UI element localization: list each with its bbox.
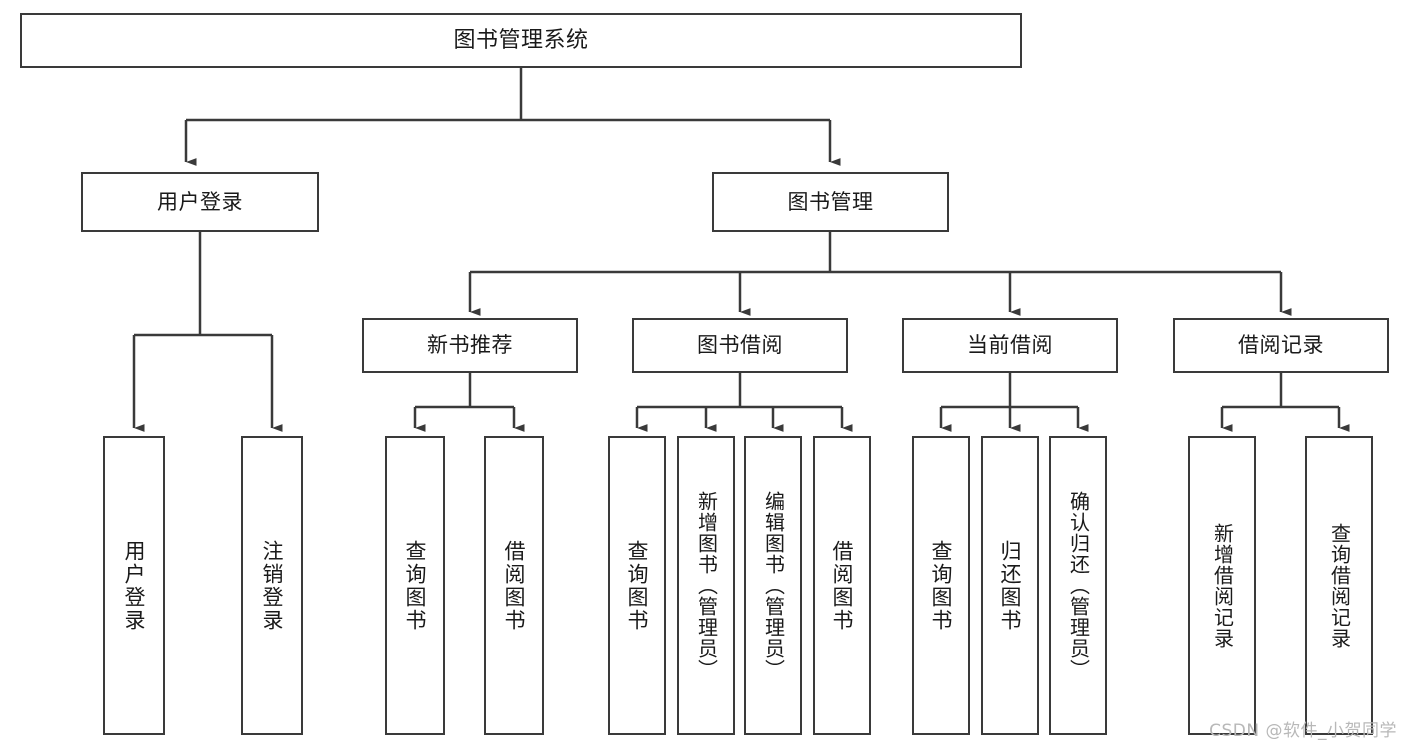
leaf-current-confirm-return-admin[interactable]: 确认归还（管理员） bbox=[1049, 436, 1107, 735]
node-label: 查询图书 bbox=[929, 539, 954, 632]
node-borrow-record[interactable]: 借阅记录 bbox=[1173, 318, 1389, 373]
node-label: 用户登录 bbox=[157, 189, 243, 214]
node-label: 归还图书 bbox=[998, 539, 1023, 632]
node-label: 编辑图书（管理员） bbox=[761, 491, 786, 680]
node-label: 查询图书 bbox=[625, 539, 650, 632]
node-user-login[interactable]: 用户登录 bbox=[81, 172, 319, 232]
node-label: 新书推荐 bbox=[427, 333, 513, 358]
node-label: 查询借阅记录 bbox=[1327, 522, 1352, 649]
node-book-borrow[interactable]: 图书借阅 bbox=[632, 318, 848, 373]
node-label: 借阅记录 bbox=[1238, 333, 1324, 358]
node-label: 图书管理 bbox=[787, 189, 874, 214]
leaf-current-query-book[interactable]: 查询图书 bbox=[912, 436, 970, 735]
node-label: 新增图书（管理员） bbox=[694, 491, 719, 680]
leaf-recommend-query-book[interactable]: 查询图书 bbox=[385, 436, 445, 735]
node-label: 图书管理系统 bbox=[453, 27, 589, 53]
node-label: 图书借阅 bbox=[697, 333, 783, 358]
leaf-borrow-edit-book-admin[interactable]: 编辑图书（管理员） bbox=[744, 436, 802, 735]
leaf-borrow-add-book-admin[interactable]: 新增图书（管理员） bbox=[677, 436, 735, 735]
node-new-book-recommend[interactable]: 新书推荐 bbox=[362, 318, 578, 373]
leaf-borrow-borrow-book[interactable]: 借阅图书 bbox=[813, 436, 871, 735]
leaf-record-query-record[interactable]: 查询借阅记录 bbox=[1305, 436, 1373, 735]
leaf-borrow-query-book[interactable]: 查询图书 bbox=[608, 436, 666, 735]
node-current-borrow[interactable]: 当前借阅 bbox=[902, 318, 1118, 373]
node-label: 借阅图书 bbox=[502, 539, 527, 632]
node-label: 当前借阅 bbox=[967, 333, 1053, 358]
watermark-text: CSDN @软件_小贺同学 bbox=[1209, 721, 1397, 741]
node-label: 注销登录 bbox=[260, 539, 285, 632]
node-label: 用户登录 bbox=[122, 539, 147, 632]
leaf-record-add-record[interactable]: 新增借阅记录 bbox=[1188, 436, 1256, 735]
node-label: 查询图书 bbox=[403, 539, 428, 632]
leaf-user-login-do-login[interactable]: 用户登录 bbox=[103, 436, 165, 735]
leaf-user-login-logout[interactable]: 注销登录 bbox=[241, 436, 303, 735]
node-label: 借阅图书 bbox=[830, 539, 855, 632]
node-book-management[interactable]: 图书管理 bbox=[712, 172, 949, 232]
leaf-current-return-book[interactable]: 归还图书 bbox=[981, 436, 1039, 735]
node-root-system[interactable]: 图书管理系统 bbox=[20, 13, 1022, 68]
node-label: 确认归还（管理员） bbox=[1066, 491, 1091, 680]
node-label: 新增借阅记录 bbox=[1210, 522, 1235, 649]
leaf-recommend-borrow-book[interactable]: 借阅图书 bbox=[484, 436, 544, 735]
